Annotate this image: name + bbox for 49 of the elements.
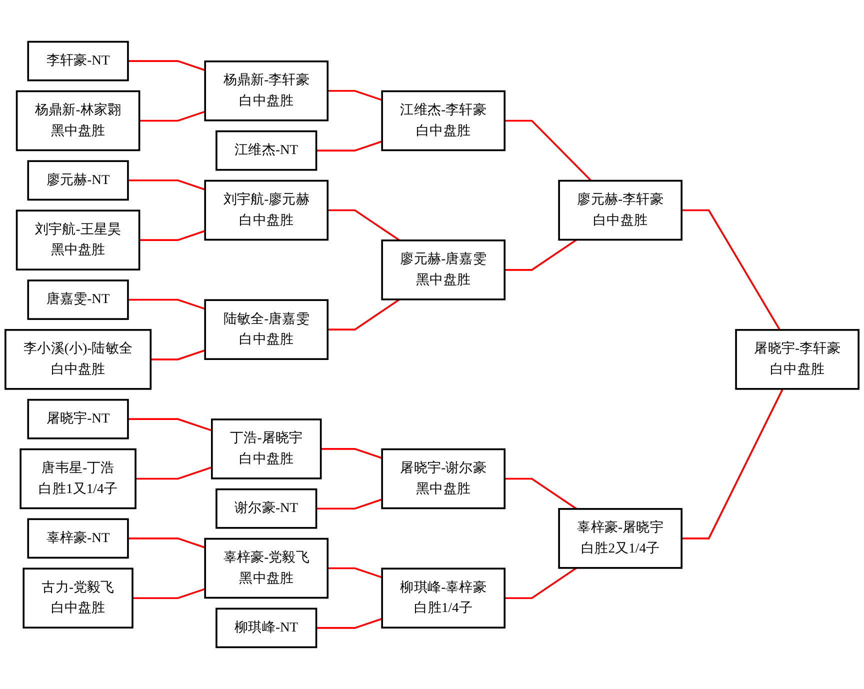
node-box: 柳琪峰-辜梓豪 白胜1/4子 — [381, 568, 506, 629]
connector — [150, 349, 206, 360]
node-box: 杨鼎新-林家翾 黑中盘胜 — [16, 90, 140, 152]
node-box: 刘宇航-廖元赫 白中盘胜 — [204, 180, 329, 241]
node-box: 廖元赫-唐嘉雯 黑中盘胜 — [381, 240, 506, 300]
node-box: 辜梓豪-NT — [27, 518, 129, 559]
node-box: 李轩豪-NT — [27, 40, 129, 82]
connector — [128, 418, 212, 432]
node-box: 谢尔豪-NT — [216, 488, 318, 529]
connector — [504, 567, 578, 600]
node-box: 陆敏全-唐嘉雯 白中盘胜 — [204, 299, 329, 360]
connector — [320, 448, 382, 459]
connector — [504, 120, 592, 182]
connector — [128, 60, 206, 72]
connector — [682, 209, 781, 330]
node-box: 杨鼎新-李轩豪 白中盘胜 — [204, 60, 329, 122]
connector — [504, 238, 578, 271]
node-box: 唐嘉雯-NT — [27, 280, 129, 320]
connector — [328, 209, 400, 242]
node-box: 李小溪(小)-陆敏全 白中盘胜 — [4, 329, 152, 390]
node-box: 丁浩-屠晓宇 白中盘胜 — [211, 418, 322, 480]
node-box: 古力-党毅飞 白中盘胜 — [22, 568, 134, 629]
node-box: 江维杰-李轩豪 白中盘胜 — [381, 90, 506, 152]
connector — [128, 538, 206, 548]
connector — [132, 588, 206, 600]
connector — [316, 618, 382, 629]
node-box: 江维杰-NT — [216, 130, 318, 171]
connector — [682, 388, 784, 540]
connector — [328, 90, 382, 101]
node-box: 辜梓豪-屠晓宇 白胜2又1/4子 — [558, 508, 682, 569]
node-box: 唐韦星-丁浩 白胜1又1/4子 — [20, 448, 136, 510]
node-box: 屠晓宇-李轩豪 白中盘胜 — [735, 329, 860, 390]
node-box: 辜梓豪-党毅飞 黑中盘胜 — [204, 538, 329, 599]
connector — [139, 230, 206, 241]
connector — [128, 180, 206, 190]
connector — [128, 298, 206, 310]
connector — [136, 466, 212, 480]
node-box: 屠晓宇-谢尔豪 黑中盘胜 — [381, 448, 506, 510]
node-box: 刘宇航-王星昊 黑中盘胜 — [16, 210, 140, 270]
connector — [139, 110, 206, 122]
connector — [328, 298, 400, 330]
connector — [328, 567, 382, 578]
connector — [316, 498, 382, 510]
node-box: 廖元赫-李轩豪 白中盘胜 — [558, 180, 682, 241]
node-box: 廖元赫-NT — [27, 160, 129, 201]
node-box: 柳琪峰-NT — [216, 608, 318, 648]
connector — [504, 478, 578, 510]
node-box: 屠晓宇-NT — [27, 398, 129, 440]
connector — [316, 140, 382, 152]
